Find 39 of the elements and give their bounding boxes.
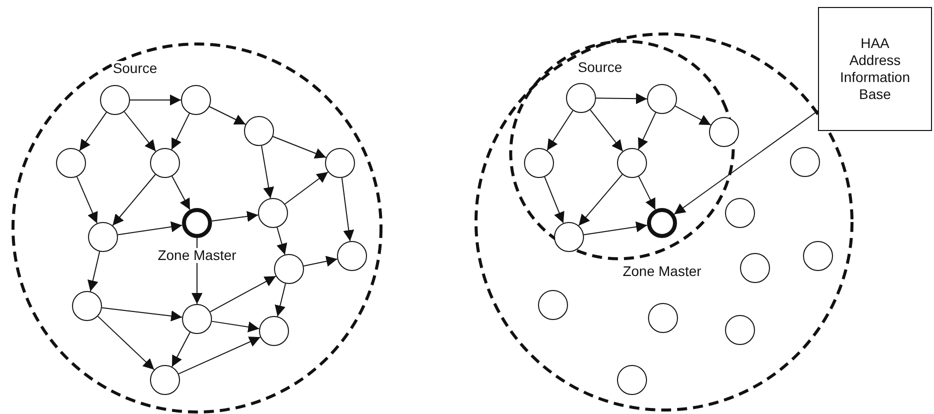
- leader-line: [674, 110, 820, 215]
- arrow: [578, 174, 623, 226]
- arrow: [261, 145, 274, 199]
- arrow: [112, 174, 156, 226]
- arrow: [674, 106, 712, 126]
- node-label: Source: [112, 61, 158, 76]
- node-label: Zone Master: [156, 248, 238, 263]
- arrow: [272, 136, 327, 159]
- box-text: HAA Address Information Base: [838, 35, 912, 103]
- arrow: [303, 256, 338, 267]
- node-label: Zone Master: [622, 264, 702, 279]
- arrow: [117, 221, 183, 236]
- arrow: [76, 176, 98, 224]
- arrow: [130, 94, 182, 106]
- arrow: [210, 276, 276, 312]
- arrow: [101, 307, 183, 322]
- arrow: [276, 226, 288, 256]
- arrow: [546, 110, 574, 151]
- arrow: [583, 221, 648, 236]
- arrow: [638, 112, 656, 150]
- arrow: [208, 106, 246, 125]
- arrow: [590, 109, 624, 152]
- arrow: [284, 171, 328, 205]
- arrow: [274, 283, 286, 317]
- node-label: Source: [576, 60, 624, 75]
- arrow: [211, 320, 260, 332]
- arrow: [172, 176, 190, 210]
- arrow: [79, 112, 107, 152]
- arrow: [341, 177, 354, 242]
- arrow: [178, 336, 261, 374]
- arrow: [171, 332, 191, 368]
- arrow: [97, 316, 155, 370]
- arrow: [124, 111, 156, 152]
- arrow: [88, 251, 100, 292]
- arrow: [596, 93, 648, 104]
- arrow: [638, 176, 656, 210]
- arrow: [211, 210, 259, 222]
- arrow: [171, 112, 190, 150]
- arrow: [544, 176, 564, 224]
